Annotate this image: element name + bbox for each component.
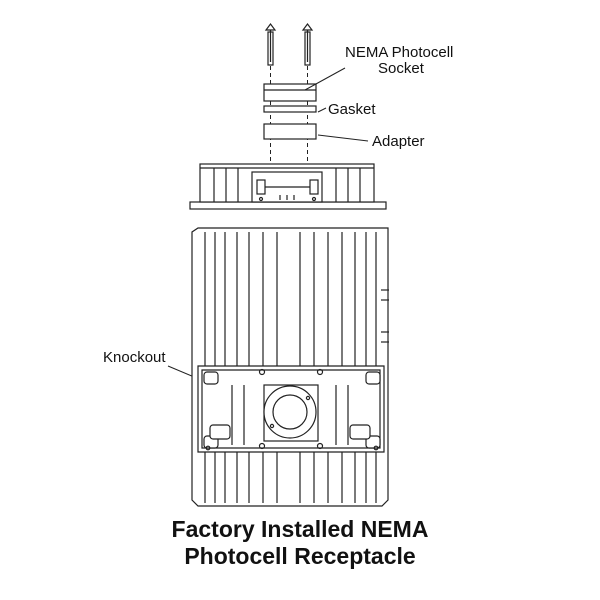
gasket-label: Gasket [328, 101, 376, 118]
knockout [263, 385, 317, 439]
knockout-label: Knockout [103, 349, 166, 366]
adapter-label: Adapter [372, 133, 425, 150]
mounting-screws [264, 23, 314, 66]
alignment-lines [270, 66, 308, 165]
gasket [263, 105, 317, 113]
fixture-top-housing [189, 163, 387, 210]
adapter [263, 123, 317, 140]
nema-socket [263, 83, 317, 102]
socket-label-line2: Socket [378, 60, 424, 77]
caption-line2: Photocell Receptacle [184, 543, 416, 569]
socket-label-line1: NEMA Photocell [345, 44, 454, 61]
caption-line1: Factory Installed NEMA [171, 516, 429, 542]
